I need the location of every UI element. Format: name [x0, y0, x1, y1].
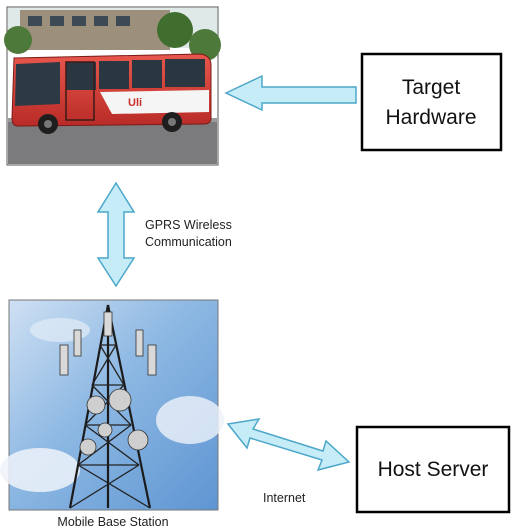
target-to-bus-arrow	[224, 74, 357, 112]
gprs-label-line2: Communication	[145, 235, 232, 249]
bus-photo: Uli	[4, 6, 221, 166]
gprs-double-arrow	[96, 181, 136, 288]
target-hardware-node: Target Hardware	[360, 52, 503, 152]
mobile-base-station-label: Mobile Base Station	[57, 515, 168, 529]
target-hardware-label-line1: Target	[402, 76, 461, 99]
host-server-node: Host Server	[355, 425, 511, 514]
cell-tower-photo	[0, 299, 224, 511]
internet-label: Internet	[263, 491, 306, 505]
internet-double-arrow	[226, 418, 351, 472]
host-server-label: Host Server	[378, 458, 489, 481]
gprs-label-line1: GPRS Wireless	[145, 218, 232, 232]
target-hardware-label-line2: Hardware	[385, 106, 476, 129]
svg-text:Uli: Uli	[128, 97, 142, 109]
